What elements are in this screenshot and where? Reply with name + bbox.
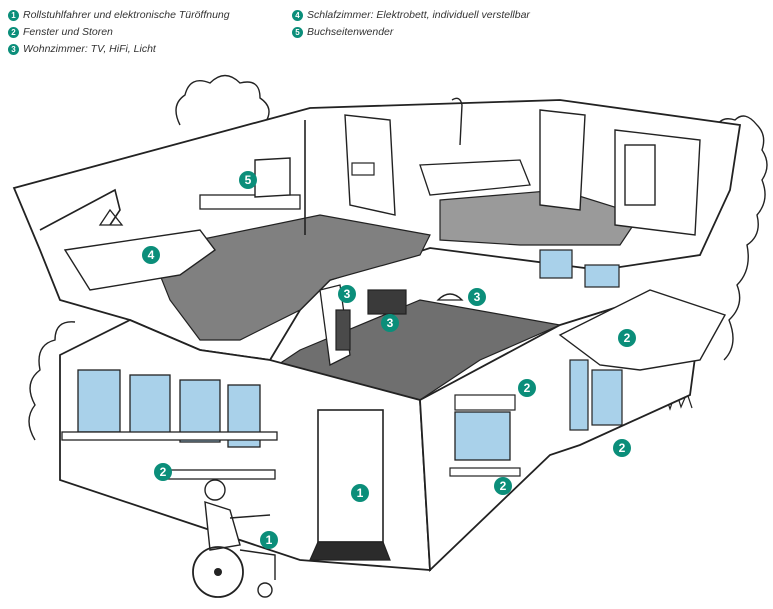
- marker-2-awning: 2: [618, 329, 636, 347]
- interior-door: [624, 144, 656, 206]
- electric-bed: [63, 229, 216, 291]
- marker-number: 5: [245, 173, 252, 187]
- bed-lift-arm: [39, 188, 121, 231]
- legend-number-badge: 1: [8, 9, 19, 21]
- number-markers: 1 1 2 2 2 2 2 2: [142, 171, 636, 549]
- marker-3-lamp: 3: [468, 288, 486, 306]
- legend-number-badge: 4: [292, 9, 303, 21]
- marker-number: 3: [344, 287, 351, 301]
- ceiling-lamp: [436, 293, 464, 301]
- shrub-left: [28, 321, 76, 441]
- marker-number: 2: [524, 381, 531, 395]
- front-bench: [159, 469, 276, 480]
- front-window-sill: [61, 431, 278, 441]
- bed-lift-triangle: [98, 208, 124, 226]
- marker-3-hifi: 3: [381, 314, 399, 332]
- marker-4-bed: 4: [142, 246, 160, 264]
- legend-label: Buchseitenwender: [307, 26, 394, 38]
- legend-right-column: 4 Schlafzimmer: Elektrobett, individuell…: [292, 8, 530, 42]
- shower-head: [451, 97, 463, 146]
- tv-unit: [335, 309, 351, 351]
- entrance-ramp: [309, 541, 391, 561]
- legend-item-4: 4 Schlafzimmer: Elektrobett, individuell…: [292, 8, 530, 22]
- legend-label: Fenster und Storen: [23, 26, 113, 38]
- marker-3-tv: 3: [338, 285, 356, 303]
- marker-number: 3: [387, 316, 394, 330]
- book-page-turner: [254, 157, 291, 198]
- bathtub: [419, 159, 531, 196]
- legend-label: Rollstuhlfahrer und elektronische Türöff…: [23, 9, 230, 21]
- legend-number-badge: 2: [8, 26, 19, 38]
- marker-1-wheelchair: 1: [260, 531, 278, 549]
- hifi-system: [367, 289, 407, 315]
- marker-2-side-window-top: 2: [518, 379, 536, 397]
- marker-number: 2: [160, 465, 167, 479]
- bedroom-floor: [149, 214, 431, 341]
- legend-label: Wohnzimmer: TV, HiFi, Licht: [23, 43, 156, 55]
- marker-5-book-turner: 5: [239, 171, 257, 189]
- legend-label: Schlafzimmer: Elektrobett, individuell v…: [307, 9, 530, 21]
- bedside-table: [199, 194, 301, 210]
- marker-number: 2: [619, 441, 626, 455]
- legend-item-5: 5 Buchseitenwender: [292, 25, 530, 39]
- legend-item-2: 2 Fenster und Storen: [8, 25, 230, 39]
- marker-number: 1: [357, 486, 364, 500]
- bathroom-sink: [351, 162, 375, 176]
- marker-number: 2: [500, 479, 507, 493]
- marker-number: 1: [266, 533, 273, 547]
- marker-number: 3: [474, 290, 481, 304]
- marker-2-patio: 2: [613, 439, 631, 457]
- shrub-back-left: [175, 74, 270, 126]
- inner-wall-right: [539, 109, 586, 211]
- upper-back-windows: [539, 249, 620, 288]
- marker-2-side-window-bottom: 2: [494, 477, 512, 495]
- shrub-back-right: [714, 115, 768, 361]
- marker-1-door: 1: [351, 484, 369, 502]
- entrance-door: [317, 409, 384, 543]
- legend-number-badge: 3: [8, 43, 19, 55]
- wheelchair-user: [192, 479, 276, 598]
- marker-number: 4: [148, 248, 155, 262]
- legend-item-3: 3 Wohnzimmer: TV, HiFi, Licht: [8, 42, 230, 56]
- legend-left-column: 1 Rollstuhlfahrer und elektronische Türö…: [8, 8, 230, 59]
- legend-item-1: 1 Rollstuhlfahrer und elektronische Türö…: [8, 8, 230, 22]
- marker-number: 2: [624, 331, 631, 345]
- marker-2-front-window: 2: [154, 463, 172, 481]
- side-patio-windows: [569, 359, 623, 431]
- legend-number-badge: 5: [292, 26, 303, 38]
- side-window-shutter: [449, 394, 521, 477]
- awning: [558, 289, 727, 371]
